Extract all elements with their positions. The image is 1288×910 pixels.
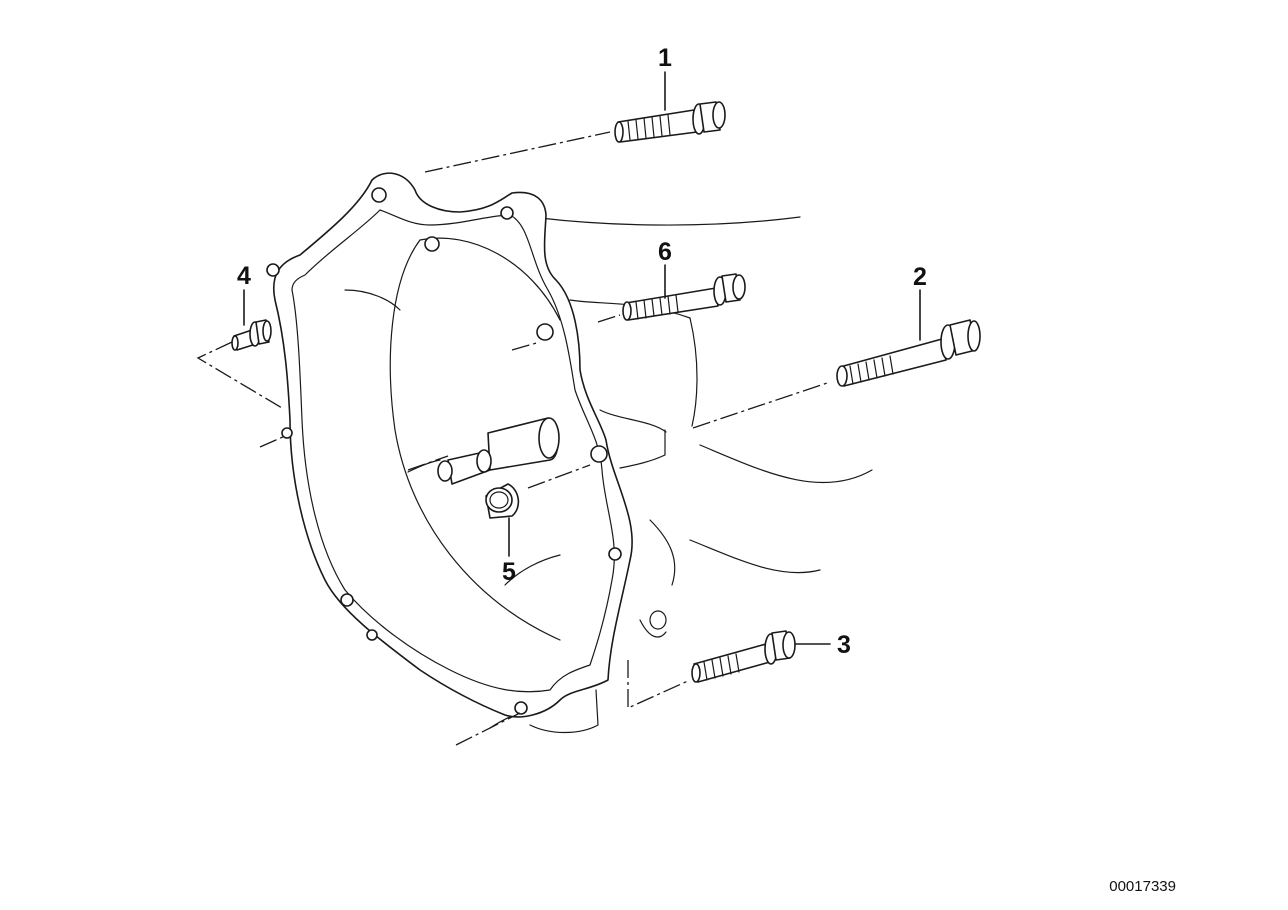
bolt-2 [836,319,981,387]
leader-lines [243,71,921,645]
callout-1: 1 [658,44,672,72]
callout-5: 5 [502,558,516,586]
bolt-4 [231,319,272,351]
dowel-sleeve-5 [485,483,520,519]
diagram-reference-number: 00017339 [1109,878,1176,895]
alignment-lines [196,131,831,746]
bolt-3 [691,630,796,683]
callout-3: 3 [837,631,851,659]
input-shaft [407,417,560,485]
transmission-housing [266,172,873,734]
bolt-1 [614,101,726,143]
callout-4: 4 [237,262,251,290]
callout-2: 2 [913,263,927,291]
bolt-6 [622,273,746,321]
callout-6: 6 [658,238,672,266]
